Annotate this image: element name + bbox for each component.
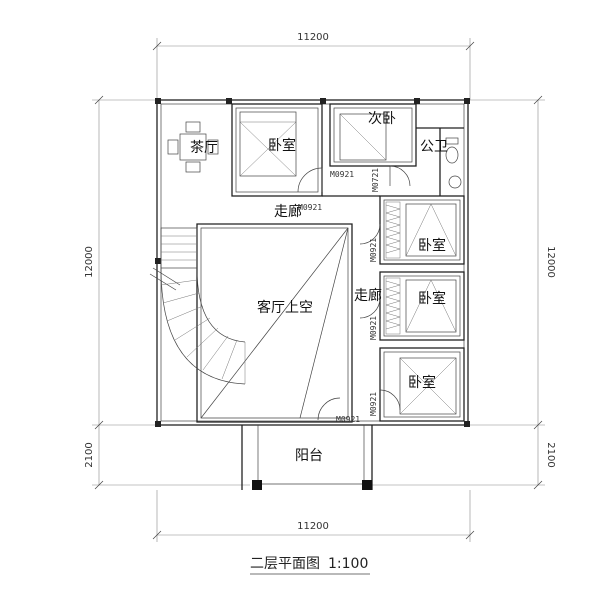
room-public-wc: 公卫: [420, 139, 448, 155]
door-code-3: M0921: [298, 203, 322, 212]
bed-icon-right-2: [405, 279, 457, 333]
room-tea: 茶厅: [190, 140, 218, 156]
room-corridor-top: 走廊: [274, 203, 302, 220]
door-code-4: M0921: [369, 238, 378, 262]
room-bedroom-right-1: 卧室: [418, 237, 446, 254]
room-corridor-right: 走廊: [354, 287, 382, 304]
bed-icon-right-1: [405, 203, 457, 257]
door-code-2: M0721: [371, 168, 380, 192]
door-swings: [297, 165, 411, 421]
room-balcony: 阳台: [295, 448, 323, 464]
dimension-lines: [92, 38, 545, 542]
tea-table-icon: [167, 121, 219, 173]
balcony: [241, 425, 373, 490]
dim-left-balcony: 2100: [84, 442, 95, 467]
bed-icon-right-3: [399, 357, 457, 415]
door-code-7: M0921: [336, 415, 360, 424]
door-code-6: M0921: [369, 392, 378, 416]
bed-icon-second: [339, 113, 387, 161]
dim-right-balcony: 2100: [545, 442, 556, 467]
staircase: [149, 227, 246, 385]
drawing-scale: 1:100: [328, 556, 368, 572]
room-living-void: 客厅上空: [257, 299, 313, 316]
dim-bottom: 11200: [297, 521, 329, 532]
dim-left-main: 12000: [84, 246, 95, 278]
room-bedroom-right-2: 卧室: [418, 290, 446, 307]
basin-icon: [448, 175, 462, 189]
room-bedroom-top: 卧室: [268, 137, 296, 154]
wardrobe-icons: [385, 201, 401, 335]
living-void: [196, 223, 353, 423]
toilet-icon: [445, 137, 459, 164]
interior-walls: [231, 103, 465, 422]
room-second-bedroom: 次卧: [368, 111, 396, 127]
dim-right-main: 12000: [545, 246, 556, 278]
drawing-title: 二层平面图: [250, 556, 320, 572]
dim-top: 11200: [297, 32, 329, 43]
door-code-1: M0921: [330, 170, 354, 179]
room-bedroom-right-3: 卧室: [408, 374, 436, 391]
door-code-5: M0921: [369, 316, 378, 340]
bed-icon-top: [239, 111, 297, 177]
